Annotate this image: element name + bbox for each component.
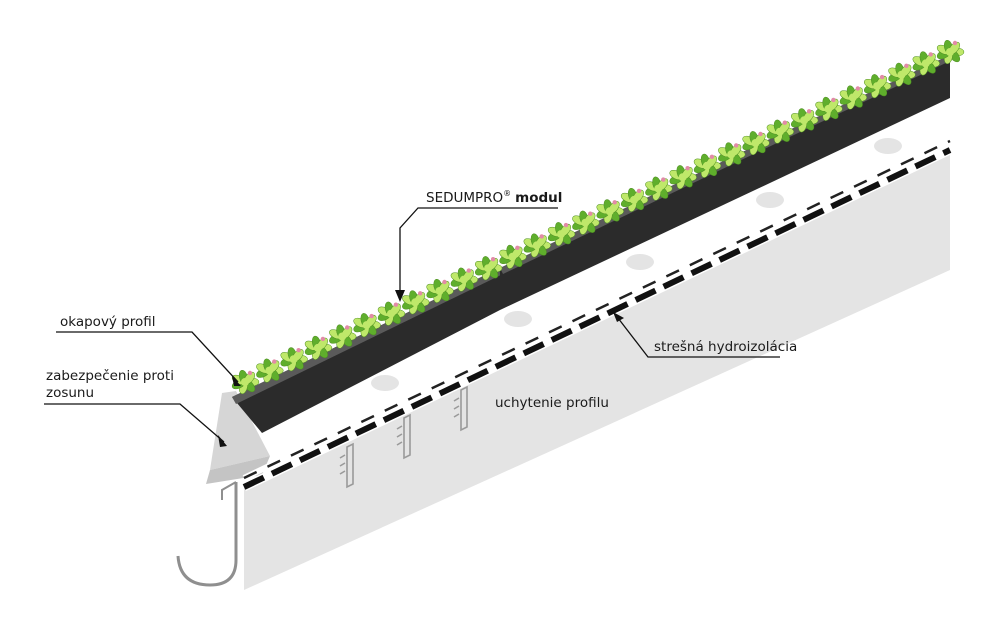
- tray-2: [500, 146, 755, 310]
- sedum-rosette: [523, 233, 551, 258]
- anchor-3: [453, 385, 468, 432]
- gutter-hook: [176, 482, 238, 587]
- sedum-rosette: [888, 62, 916, 87]
- sedum-rosette: [620, 187, 649, 212]
- sedum-rosette: [596, 199, 624, 224]
- leader-hydroizolacia: [617, 317, 780, 358]
- sedum-rosette: [426, 278, 454, 303]
- sedum-rosette: [936, 39, 965, 65]
- gutter-hook-tab: [221, 481, 237, 500]
- sedum-rosette: [864, 74, 892, 99]
- label-okapovy-profil: okapový profil: [60, 314, 156, 330]
- sedum-rosette: [742, 131, 770, 156]
- arrow-hydroizolacia: [613, 312, 624, 322]
- eave-profile-face: [206, 456, 270, 484]
- sedum-rosette: [669, 165, 697, 190]
- sedum-rosette: [766, 119, 795, 144]
- roof-deck: [244, 150, 950, 590]
- sedum-rosette: [450, 267, 479, 292]
- anchor-1: [339, 442, 354, 489]
- sedum-rosette: [693, 153, 722, 178]
- leader-okapovy-profil: [56, 331, 239, 383]
- sedum-rosette: [645, 176, 673, 201]
- eave-profile: [210, 391, 270, 470]
- sedum-rosette: [572, 210, 600, 235]
- sedum-rosette: [718, 142, 746, 167]
- sedum-rosette: [815, 96, 843, 121]
- sedum-plants: [231, 39, 965, 395]
- arrow-okapovy-profil: [232, 376, 241, 386]
- sedum-rosette: [402, 290, 430, 315]
- tray-3: [755, 55, 950, 190]
- label-zabezpecenie-line2: zosunu: [46, 385, 94, 401]
- sedum-rosette: [304, 335, 333, 360]
- sedum-rosette: [377, 301, 406, 326]
- anchor-2: [396, 413, 411, 460]
- sedum-rosette: [499, 244, 527, 269]
- leader-sedumpro-modul: [399, 207, 558, 298]
- label-hydroizolacia: strešná hydroizolácia: [654, 339, 797, 355]
- sedum-rosette: [839, 85, 868, 110]
- label-zabezpecenie-line1: zabezpečenie proti: [46, 368, 174, 384]
- tray-1: [232, 268, 500, 433]
- sedum-rosette: [353, 313, 381, 338]
- label-uchytenie-profilu: uchytenie profilu: [495, 395, 609, 411]
- profile-anchors: [339, 385, 468, 489]
- sedum-rosette: [912, 51, 940, 76]
- waterproofing-membrane: [242, 138, 952, 492]
- sedum-rosette: [256, 358, 284, 383]
- label-sedumpro-modul: SEDUMPRO®modul: [426, 189, 562, 206]
- arrow-zabezpecenie: [218, 435, 227, 447]
- sedum-rosette: [329, 324, 357, 349]
- sedum-rosette: [547, 222, 576, 247]
- leader-zabezpecenie: [44, 403, 225, 443]
- sedum-rosette: [791, 108, 819, 133]
- arrow-sedumpro-modul: [395, 290, 405, 302]
- sedum-rosette: [280, 347, 308, 372]
- sedum-rosette: [475, 256, 503, 281]
